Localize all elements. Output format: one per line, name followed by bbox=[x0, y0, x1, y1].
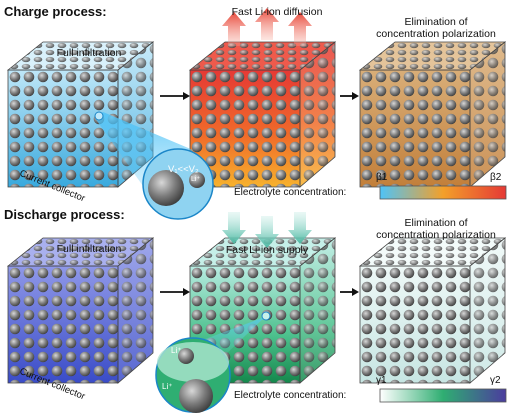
discharge-magnifier bbox=[155, 311, 271, 413]
discharge-legend-min: γ1 bbox=[376, 375, 387, 386]
charge-inset-velocity: V₁<<V₂ bbox=[168, 164, 199, 175]
discharge-process-arrow-1 bbox=[160, 288, 190, 296]
discharge-cube1-label: Full infiltration bbox=[56, 243, 122, 255]
charge-cube-elimination bbox=[359, 41, 506, 188]
supply-arrows bbox=[222, 212, 312, 248]
charge-process-arrow-2 bbox=[340, 92, 359, 100]
discharge-cube-full-infiltration bbox=[7, 237, 154, 384]
diffusion-arrows bbox=[222, 8, 312, 46]
discharge-colorbar bbox=[379, 388, 507, 403]
discharge-inset-ion-1: Li⁺ bbox=[171, 346, 182, 355]
discharge-inset-ion-2: Li⁺ bbox=[162, 382, 173, 391]
discharge-cube2-label: Fast Li-ion supply bbox=[225, 244, 309, 256]
charge-cube1-label: Full infiltration bbox=[56, 47, 122, 59]
charge-inset-ion: Li⁺ bbox=[191, 176, 201, 183]
discharge-cube3-label: Elimination of concentration polarizatio… bbox=[376, 217, 496, 241]
charge-cube3-label: Elimination of concentration polarizatio… bbox=[376, 16, 496, 40]
charge-magnifier bbox=[94, 111, 214, 220]
charge-heading: Charge process: bbox=[4, 4, 107, 19]
discharge-legend-title: Electrolyte concentration: bbox=[234, 390, 347, 401]
charge-legend-title: Electrolyte concentration: bbox=[234, 187, 347, 198]
discharge-cube-elimination bbox=[359, 237, 506, 384]
charge-legend-max: β2 bbox=[490, 172, 502, 183]
charge-process-arrow-1 bbox=[160, 92, 190, 100]
charge-colorbar bbox=[379, 185, 507, 200]
charge-cube2-label: Fast Li-ion diffusion bbox=[231, 6, 323, 18]
discharge-legend-max: γ2 bbox=[490, 375, 501, 386]
charge-legend-min: β1 bbox=[376, 172, 388, 183]
discharge-heading: Discharge process: bbox=[4, 207, 125, 222]
discharge-process-arrow-2 bbox=[340, 288, 359, 296]
charge-cube-fast-diffusion bbox=[189, 41, 336, 188]
